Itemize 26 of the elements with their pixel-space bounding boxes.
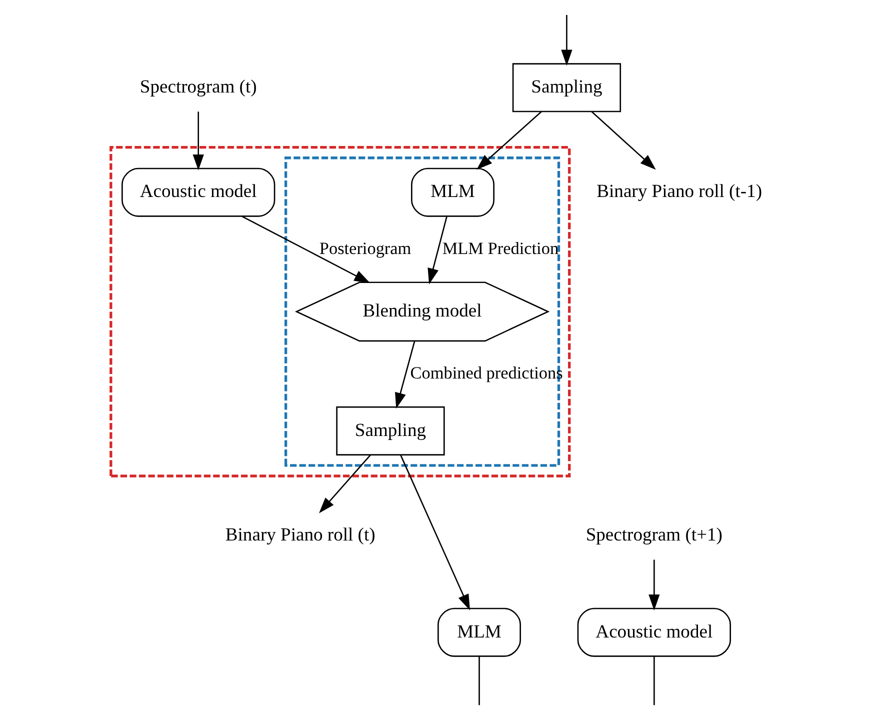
arrow bbox=[590, 111, 656, 170]
arrow bbox=[648, 560, 660, 610]
arrow bbox=[241, 216, 370, 284]
arrow bbox=[192, 112, 204, 170]
edge-label: Combined predictions bbox=[410, 363, 562, 382]
edge-label: MLM Prediction bbox=[442, 238, 558, 258]
node-box: Sampling bbox=[512, 63, 621, 112]
connector bbox=[652, 656, 654, 706]
arrow bbox=[560, 14, 572, 66]
node-box: MLM bbox=[437, 608, 520, 657]
arrow bbox=[400, 454, 470, 610]
arrow bbox=[427, 216, 447, 284]
node-box: MLM bbox=[410, 168, 494, 217]
node-box: Acoustic model bbox=[121, 168, 275, 217]
node-text: Spectrogram (t) bbox=[139, 76, 256, 98]
connector bbox=[478, 656, 480, 706]
node-text: Binary Piano roll (t-1) bbox=[596, 181, 762, 202]
cluster bbox=[109, 146, 570, 478]
arrow bbox=[476, 111, 542, 170]
arrow bbox=[318, 454, 370, 514]
node-text: Binary Piano roll (t) bbox=[224, 524, 375, 546]
node-text: Spectrogram (t+1) bbox=[585, 524, 722, 546]
node-box: Acoustic model bbox=[576, 608, 730, 657]
node-box: Sampling bbox=[336, 406, 444, 456]
edge-label: Posteriogram bbox=[318, 238, 411, 258]
arrow bbox=[394, 341, 415, 409]
